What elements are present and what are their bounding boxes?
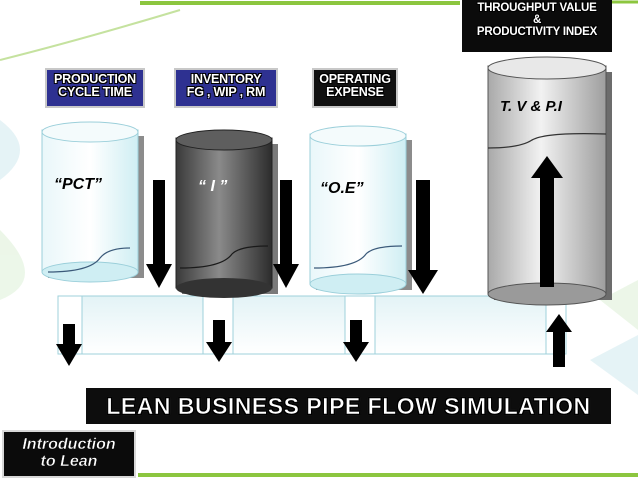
down-arrow-2 bbox=[273, 180, 299, 288]
inventory-label: INVENTORY FG , WIP , RM bbox=[174, 68, 278, 108]
throughput-label: THROUGHPUT VALUE & PRODUCTIVITY INDEX bbox=[462, 0, 612, 52]
operating-label-line2: EXPENSE bbox=[326, 85, 384, 100]
production-label-line2: CYCLE TIME bbox=[58, 85, 132, 100]
pipe-connector bbox=[57, 295, 567, 355]
pct-text: “PCT” bbox=[54, 176, 102, 193]
down-arrow-3 bbox=[408, 180, 438, 294]
inventory-label-line1: INVENTORY bbox=[190, 72, 262, 86]
pipe-arrow-up bbox=[546, 314, 572, 367]
cylinder-oe bbox=[309, 125, 412, 295]
pipe-arrow-2 bbox=[206, 320, 232, 362]
inventory-text: “ I ” bbox=[198, 178, 228, 195]
throughput-label-line2: & bbox=[532, 14, 542, 27]
throughput-label-line1: THROUGHPUT VALUE bbox=[477, 2, 597, 14]
simulation-banner: LEAN BUSINESS PIPE FLOW SIMULATION bbox=[86, 388, 611, 424]
production-cycle-time-label: PRODUCTION CYCLE TIME bbox=[45, 68, 145, 108]
operating-expense-label: OPERATING EXPENSE bbox=[312, 68, 398, 108]
down-arrow-1 bbox=[146, 180, 172, 288]
production-label-line1: PRODUCTION bbox=[53, 72, 137, 86]
throughput-label-line3: PRODUCTIVITY INDEX bbox=[476, 26, 598, 39]
inventory-label-line2: FG , WIP , RM bbox=[186, 85, 266, 100]
simulation-banner-text: LEAN BUSINESS PIPE FLOW SIMULATION bbox=[106, 392, 591, 419]
pipe-arrow-3 bbox=[343, 320, 369, 362]
tvpi-text: T. V & P.I bbox=[500, 98, 562, 115]
corner-line2: to Lean bbox=[40, 453, 98, 470]
operating-label-line1: OPERATING bbox=[319, 72, 391, 86]
oe-text: “O.E” bbox=[320, 180, 364, 197]
corner-line1: Introduction bbox=[22, 436, 116, 454]
cylinder-pct bbox=[41, 121, 144, 283]
cylinder-inventory bbox=[175, 129, 278, 298]
introduction-to-lean-label: Introduction to Lean bbox=[2, 430, 136, 478]
background-swoosh bbox=[0, 120, 638, 395]
up-arrow-tvpi bbox=[531, 156, 563, 287]
pipe-arrow-1 bbox=[56, 324, 82, 366]
